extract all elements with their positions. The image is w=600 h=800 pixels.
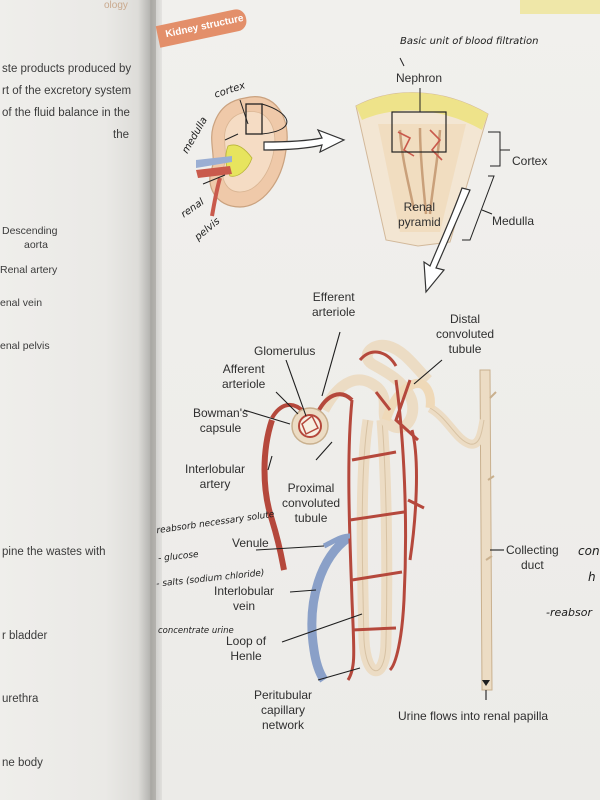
label-line: Peritubular [254,688,313,702]
book-gutter [138,0,162,800]
label-renal-artery: Renal artery [0,264,58,276]
label-renal-pelvis: enal pelvis [0,340,50,352]
left-text-line: r bladder [2,630,48,642]
label-renal-pyramid-line: pyramid [398,215,441,229]
label-bowmans-capsule: Bowman's capsule [193,406,248,436]
label-distal-convoluted-tubule: Distal convoluted tubule [436,312,494,357]
label-line: Interlobular [185,462,246,476]
label-line: artery [199,477,231,491]
left-text-line: the [113,129,129,141]
label-line: vein [233,599,256,613]
label-medulla: Medulla [492,214,535,228]
label-renal-pyramid-line: Renal [403,200,436,214]
label-line: arteriole [312,305,356,319]
arrow-to-pyramid-icon [263,128,346,154]
arrow-to-nephron-icon [423,187,471,294]
label-peritubular-capillary-network: Peritubular capillary network [254,688,312,733]
hand-note-right-3: -reabsor [546,606,592,619]
left-text-line: ne body [2,757,43,769]
hand-note-basic-unit: Basic unit of blood filtration [400,36,539,47]
label-descending-aorta: Descending [2,225,58,237]
label-line: convoluted [282,496,341,510]
label-interlobular-artery: Interlobular artery [185,462,245,492]
label-line: Bowman's [193,406,248,420]
label-line: Proximal [287,481,335,495]
label-proximal-convoluted-tubule: Proximal convoluted tubule [282,481,340,526]
left-text-line: rt of the excretory system [2,85,132,97]
page-tab [520,0,600,14]
label-line: Afferent [222,362,265,376]
left-text-line: of the fluid balance in the [2,107,130,119]
label-nephron: Nephron [396,71,443,85]
left-header-fragment: ology [104,0,128,11]
label-afferent-arteriole: Afferent arteriole [222,362,265,392]
hand-note-right-1: con [578,544,600,558]
label-line: convoluted [436,327,495,341]
label-renal-pyramid: Renal pyramid [398,200,441,230]
label-line: Henle [230,649,262,663]
label-line: Interlobular [214,584,275,598]
label-interlobular-vein: Interlobular vein [214,584,274,614]
label-venule: Venule [232,536,269,550]
left-text-line: pine the wastes with [2,546,106,558]
label-urine-flow: Urine flows into renal papilla [398,709,549,723]
label-line: arteriole [222,377,266,391]
label-loop-of-henle: Loop of Henle [226,634,266,664]
label-glomerulus: Glomerulus [254,344,316,358]
label-line: Loop of [226,634,267,648]
label-line: capillary [261,703,306,717]
label-line: duct [521,558,544,572]
label-line: network [262,718,305,732]
label-line: Efferent [312,290,355,304]
label-collecting-duct: Collecting duct [506,543,559,573]
label-line: capsule [199,421,242,435]
label-cortex: Cortex [512,154,548,168]
left-page [0,0,150,800]
label-renal-vein: enal vein [0,297,43,309]
left-text-line: ste products produced by [2,63,132,75]
label-descending-aorta-2: aorta [24,239,48,251]
hand-note-right-2: h [588,570,596,584]
duct-arrow-icon [482,680,490,686]
kidney-illustration [196,96,288,217]
leader-lines [243,331,504,700]
hand-note-concentrate: concentrate urine [158,626,234,636]
label-line: Collecting [506,543,559,557]
nephron-illustration [261,339,497,691]
left-text-line: urethra [2,693,39,705]
label-line: tubule [294,511,328,525]
label-line: Distal [450,312,481,326]
label-efferent-arteriole: Efferent arteriole [312,290,355,320]
label-line: tubule [448,342,482,356]
